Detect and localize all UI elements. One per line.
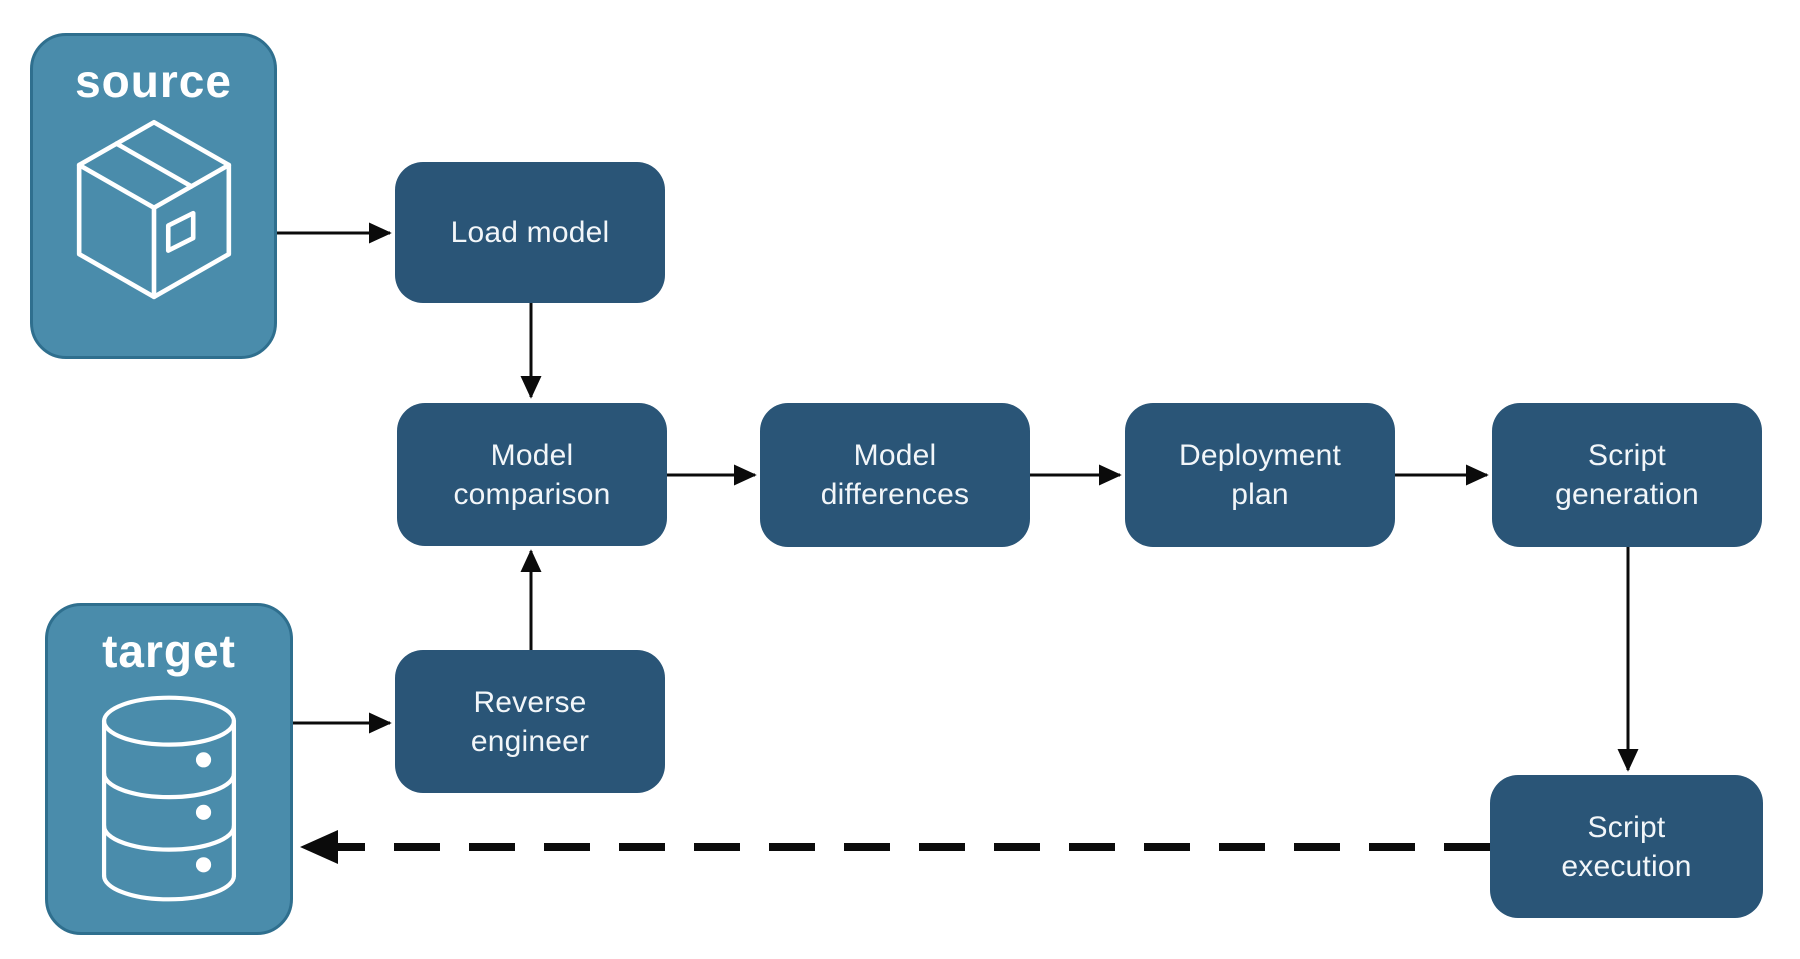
target-label: target	[102, 625, 236, 677]
node-script-execution: Script execution	[1490, 775, 1763, 918]
node-label: Reverse engineer	[470, 685, 590, 758]
endpoint-source: source	[30, 33, 277, 359]
database-icon	[93, 688, 245, 909]
endpoint-target: target	[45, 603, 293, 935]
node-reverse-engineer: Reverse engineer	[395, 650, 665, 793]
package-icon	[64, 108, 244, 304]
node-label: Model comparison	[453, 438, 611, 511]
node-label: Deployment plan	[1178, 439, 1342, 511]
node-script-generation: Script generation	[1492, 403, 1762, 547]
source-label: source	[75, 55, 232, 107]
node-deployment-plan: Deployment plan	[1125, 403, 1395, 547]
node-label: Script generation	[1555, 439, 1699, 511]
node-label: Model differences	[820, 439, 970, 511]
node-label: Load model	[450, 216, 610, 249]
node-model-comparison: Model comparison	[397, 403, 667, 546]
node-load-model: Load model	[395, 162, 665, 303]
node-model-differences: Model differences	[760, 403, 1030, 547]
node-label: Script execution	[1561, 810, 1692, 883]
